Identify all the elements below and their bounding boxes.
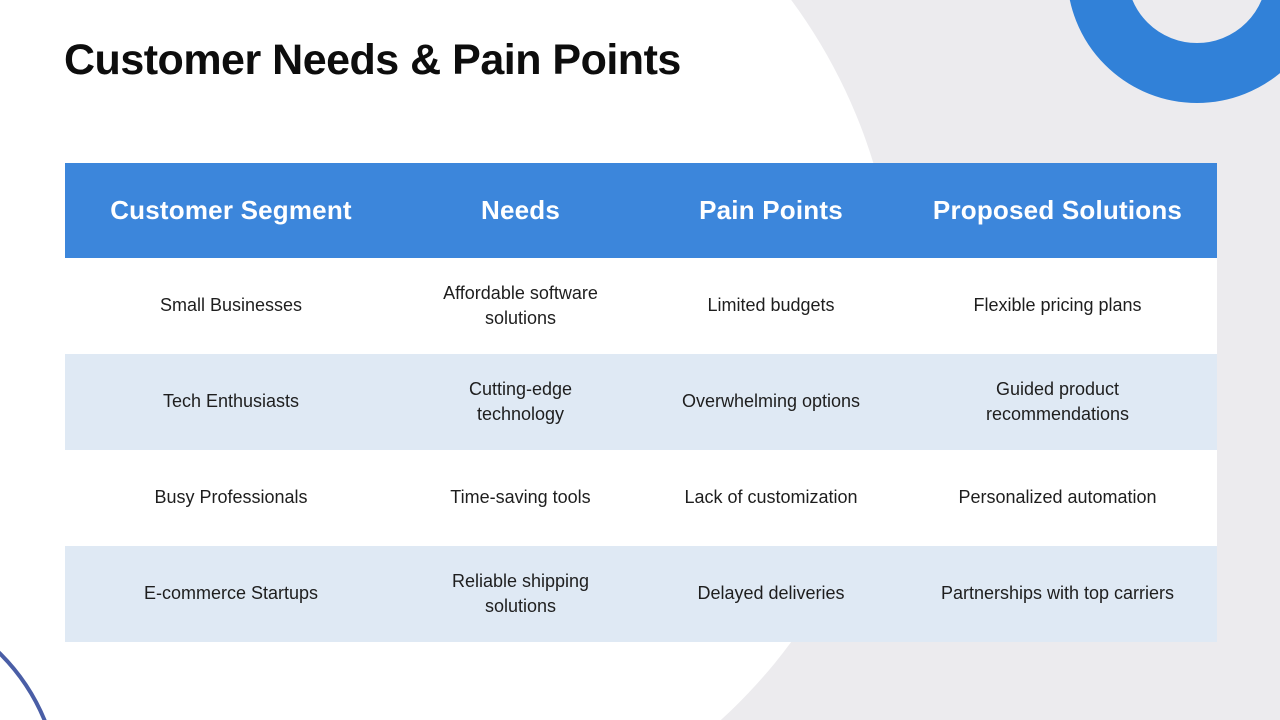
cell-pain-points: Overwhelming options — [681, 391, 861, 412]
cell-needs: Reliable shipping solutions — [451, 570, 590, 616]
table-header-row: Customer Segment Needs Pain Points Propo… — [65, 163, 1217, 258]
table-row-ecommerce-startups: E-commerce Startups Reliable shipping so… — [65, 546, 1217, 642]
cell-needs: Time-saving tools — [450, 487, 591, 508]
table-row-tech-enthusiasts: Tech Enthusiasts Cutting-edge technology… — [65, 354, 1217, 450]
slide-title: Customer Needs & Pain Points — [64, 36, 681, 84]
table-row-busy-professionals: Busy Professionals Time-saving tools Lac… — [65, 450, 1217, 546]
cell-solutions: Guided product recommendations — [985, 378, 1130, 424]
cell-pain-points: Delayed deliveries — [697, 583, 845, 604]
table-row-small-businesses: Small Businesses Affordable software sol… — [65, 258, 1217, 354]
cell-needs: Affordable software solutions — [443, 282, 598, 328]
column-header-customer-segment: Customer Segment — [110, 195, 352, 225]
cell-solutions: Personalized automation — [958, 487, 1157, 508]
cell-pain-points: Lack of customization — [684, 487, 858, 508]
donut-ring-decoration — [1067, 0, 1280, 103]
cell-pain-points: Limited budgets — [707, 295, 835, 316]
column-header-needs: Needs — [480, 195, 561, 225]
cell-segment: Busy Professionals — [154, 487, 308, 508]
cell-segment: Small Businesses — [159, 295, 303, 316]
cell-segment: E-commerce Startups — [143, 583, 319, 604]
cell-needs: Cutting-edge technology — [468, 378, 573, 424]
cell-segment: Tech Enthusiasts — [162, 391, 300, 412]
column-header-proposed-solutions: Proposed Solutions — [932, 195, 1183, 225]
customer-needs-table: Customer Segment Needs Pain Points Propo… — [65, 163, 1217, 642]
cell-solutions: Partnerships with top carriers — [940, 583, 1175, 604]
cell-solutions: Flexible pricing plans — [973, 295, 1142, 316]
column-header-pain-points: Pain Points — [699, 195, 843, 225]
